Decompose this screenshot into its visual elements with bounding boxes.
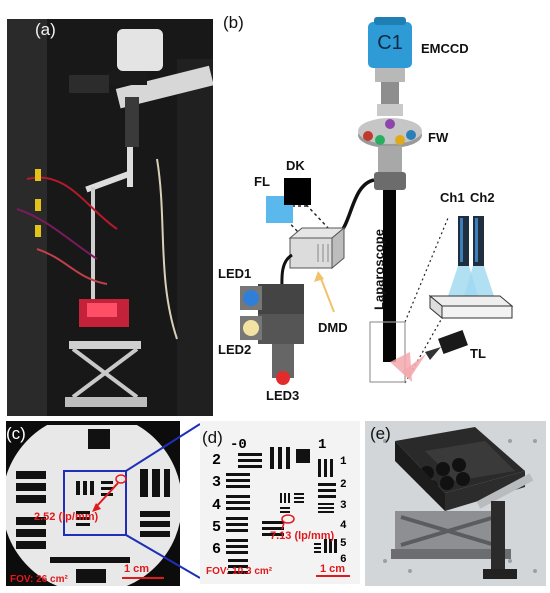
panel-e-photo <box>365 421 546 586</box>
schematic-diagram <box>240 17 514 385</box>
panel-a-photo <box>7 19 213 416</box>
emccd-camera <box>368 17 412 116</box>
target-number: -0 <box>230 437 247 453</box>
target-number: 5 <box>212 519 222 536</box>
fw-label: FW <box>428 130 449 145</box>
panel-e-label: (e) <box>370 424 391 443</box>
dk-pattern-square <box>284 178 311 205</box>
ch1-label: Ch1 <box>440 190 465 205</box>
target-number: 3 <box>340 500 347 512</box>
led1-blue <box>243 290 259 306</box>
panel-a-label: (a) <box>35 20 56 39</box>
target-number: 2 <box>212 452 222 469</box>
target-number: 5 <box>340 538 347 550</box>
panel-c-label: (c) <box>6 424 26 443</box>
panel-d-scale: 1 cm <box>320 563 346 575</box>
tl-light <box>402 330 468 378</box>
led-block <box>240 284 304 385</box>
target-number: 4 <box>212 497 222 514</box>
dk-label: DK <box>286 158 305 173</box>
panel-d-fov: FOV: 10.3 cm² <box>206 566 273 577</box>
fl-label: FL <box>254 174 270 189</box>
led2-label: LED2 <box>218 342 252 357</box>
target-number: 4 <box>340 520 347 532</box>
led1-label: LED1 <box>218 266 252 281</box>
ch2-label: Ch2 <box>470 190 495 205</box>
panel-b-label: (b) <box>223 13 244 32</box>
panel-d-target-illustration <box>200 421 360 584</box>
target-number: 3 <box>212 474 222 491</box>
setup-photo-illustration <box>7 19 213 416</box>
panel-e-photo-illustration <box>365 421 546 586</box>
panel-d-resolution: 7.13 (lp/mm) <box>270 530 335 542</box>
ch-detectors <box>428 216 514 320</box>
target-number: 6 <box>212 541 222 558</box>
panel-c-scale: 1 cm <box>124 563 150 575</box>
panel-d-label: (d) <box>202 428 223 447</box>
emccd-label: EMCCD <box>421 41 469 56</box>
panel-c-target-illustration <box>6 421 180 586</box>
filter-wheel <box>358 118 422 148</box>
tip-zoom-box <box>369 321 406 383</box>
led2-yellow <box>243 320 259 336</box>
target-number: 1 <box>340 456 347 468</box>
target-number: 6 <box>340 554 347 566</box>
target-number: 2 <box>340 479 347 491</box>
panel-c-resolution: 2.52 (lp/mm) <box>34 511 99 523</box>
dmd-label: DMD <box>318 320 348 335</box>
led3-red <box>276 371 290 385</box>
target-number: 1 <box>318 437 327 453</box>
led3-label: LED3 <box>266 388 300 403</box>
dmd-projector <box>288 226 346 270</box>
tl-label: TL <box>470 346 486 361</box>
panel-d-image <box>200 421 360 584</box>
panel-c-image <box>6 421 180 586</box>
panel-c-fov: FOV: 26 cm² <box>10 574 68 585</box>
camera-c1-label: C1 <box>377 32 403 54</box>
